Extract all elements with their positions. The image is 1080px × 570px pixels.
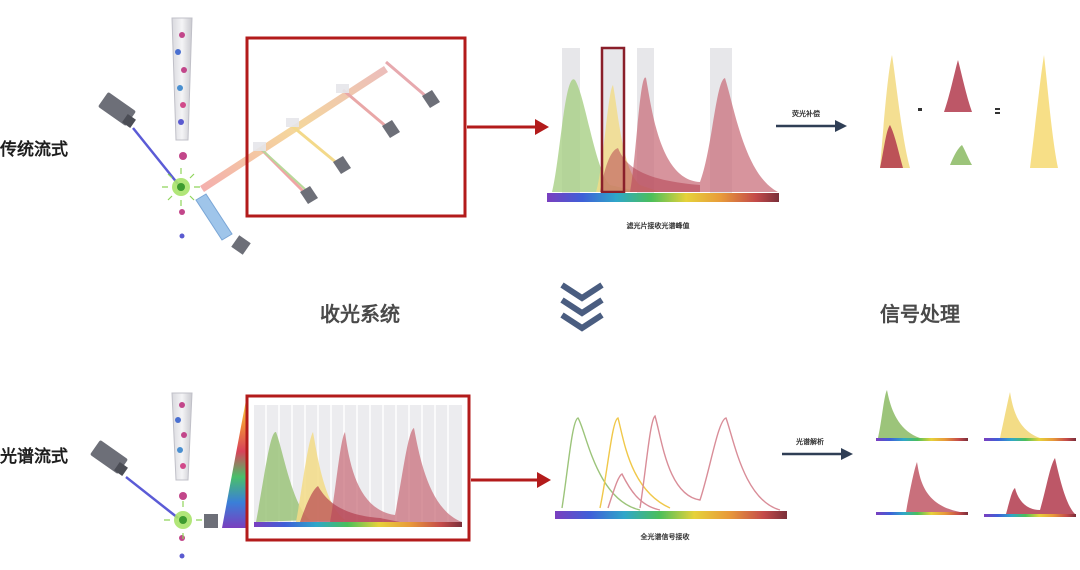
flow-arrow-bottom-head bbox=[537, 472, 551, 488]
dispersion-prism bbox=[222, 400, 246, 528]
unmixed-chart-pink bbox=[876, 462, 968, 515]
laser-beam bbox=[125, 476, 179, 519]
section-signal: 信号处理 bbox=[880, 302, 960, 326]
unmixing-arrow-head bbox=[841, 448, 853, 460]
cell-icon bbox=[175, 32, 187, 239]
compensation-arrow-head bbox=[835, 120, 847, 132]
row-label-traditional: 传统流式 bbox=[0, 139, 68, 160]
cell-icon bbox=[164, 501, 202, 539]
optics-frame-spectral bbox=[245, 394, 471, 542]
flow-arrow-top-head bbox=[535, 119, 549, 135]
laser-icon bbox=[98, 92, 136, 128]
compensation-result bbox=[880, 55, 1058, 168]
unmixed-chart-green bbox=[876, 390, 968, 441]
unmixed-chart-yellow bbox=[984, 392, 1076, 441]
flow-cell-tube bbox=[171, 17, 193, 141]
row-label-spectral: 光谱流式 bbox=[0, 446, 68, 467]
dichroic-path bbox=[253, 60, 429, 196]
caption-filter-peaks: 滤光片接收光谱峰值 bbox=[627, 221, 690, 230]
chevron-down-icon bbox=[560, 282, 604, 332]
detector-icon bbox=[300, 90, 440, 204]
caption-compensation: 荧光补偿 bbox=[792, 109, 820, 118]
caption-full-spectrum: 全光谱信号接收 bbox=[640, 532, 691, 541]
unmixed-chart-crimson bbox=[984, 458, 1076, 517]
caption-unmixing: 光谱解析 bbox=[795, 437, 824, 446]
detector-icon bbox=[204, 514, 218, 528]
detector-icon bbox=[231, 235, 251, 255]
cell-icon bbox=[175, 402, 187, 559]
full-spectrum-chart bbox=[555, 414, 787, 519]
full-spectrum-detector-array bbox=[254, 405, 462, 527]
scatter-lens bbox=[195, 193, 233, 241]
laser-icon bbox=[90, 440, 128, 476]
cell-icon bbox=[162, 168, 200, 206]
optics-frame-traditional bbox=[245, 36, 467, 218]
laser-beam bbox=[132, 127, 179, 185]
filter-spectrum-chart bbox=[547, 46, 779, 202]
section-optics: 收光系统 bbox=[320, 302, 400, 326]
